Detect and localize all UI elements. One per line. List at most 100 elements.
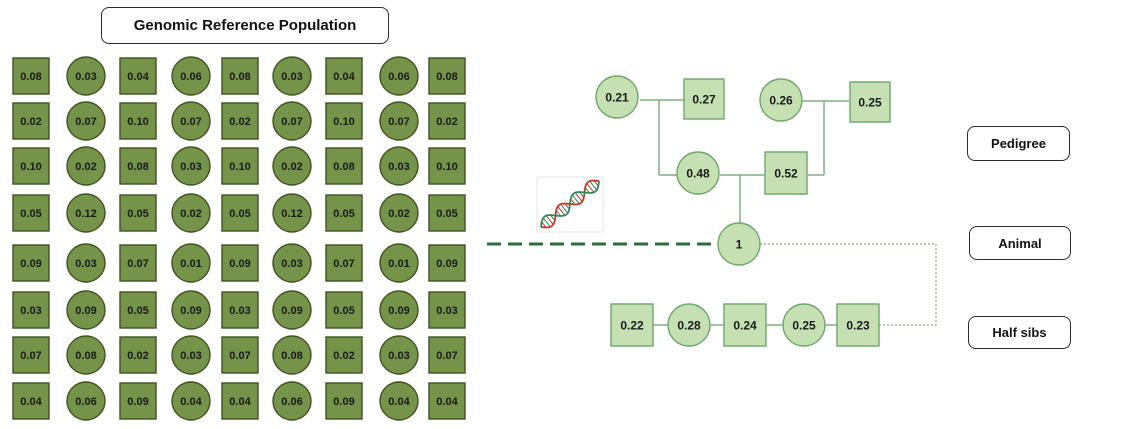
grid-cell-r1c1-value: 0.08 (20, 71, 41, 83)
grid-cell-r5c8: 0.01 (379, 243, 419, 283)
grid-cell-r6c5: 0.03 (221, 291, 259, 329)
dam-node: 0.48 (676, 151, 720, 195)
animal-node-circle (717, 222, 761, 266)
grid-cell-r5c4-circle (171, 243, 211, 283)
grid-cell-r3c3: 0.08 (119, 147, 157, 185)
grid-cell-r2c8: 0.07 (379, 101, 419, 141)
page-title: Genomic Reference Population (133, 17, 357, 34)
grid-cell-r2c6: 0.07 (272, 101, 312, 141)
grand-sire-sire-node-value: 0.27 (692, 92, 716, 106)
dna-rung (589, 180, 598, 191)
grid-cell-r3c8: 0.03 (379, 146, 419, 186)
grid-cell-r1c8-value: 0.06 (388, 71, 409, 83)
animal-label: Animal (998, 235, 1042, 251)
dna-strand-b (540, 180, 600, 228)
animal-halfsibs-dotted-link (760, 243, 937, 326)
grid-cell-r7c9-value: 0.07 (436, 350, 457, 362)
grid-cell-r6c2-value: 0.09 (75, 305, 96, 317)
grid-cell-r4c3-square (119, 194, 157, 232)
grid-cell-r7c3-square (119, 336, 157, 374)
grid-cell-r5c3: 0.07 (119, 244, 157, 282)
grid-cell-r8c7-square (325, 382, 363, 420)
grid-cell-r5c2-circle (66, 243, 106, 283)
title-box: Genomic Reference Population (101, 7, 389, 44)
half-sib-node-3-value: 0.24 (733, 318, 757, 332)
grid-cell-r4c5: 0.05 (221, 194, 259, 232)
half-sib-node-3-square (723, 303, 767, 347)
grid-cell-r8c7-value: 0.09 (333, 396, 354, 408)
grid-cell-r3c8-circle (379, 146, 419, 186)
grid-cell-r2c9-square (428, 102, 466, 140)
half-sib-node-2-value: 0.28 (677, 318, 701, 332)
grid-cell-r1c6-value: 0.03 (281, 71, 302, 83)
grid-cell-r4c3-value: 0.05 (127, 208, 148, 220)
grid-cell-r7c3: 0.02 (119, 336, 157, 374)
grand-sire-sire-node: 0.27 (683, 78, 725, 120)
grid-cell-r4c1-value: 0.05 (20, 208, 41, 220)
grid-cell-r2c9: 0.02 (428, 102, 466, 140)
grid-cell-r7c8-value: 0.03 (388, 350, 409, 362)
grid-cell-r8c5-square (221, 382, 259, 420)
grid-cell-r7c6: 0.08 (272, 335, 312, 375)
grid-cell-r6c6: 0.09 (272, 290, 312, 330)
grand-dam-sire-node-value: 0.25 (858, 95, 882, 109)
grid-cell-r5c1: 0.09 (12, 244, 50, 282)
grid-cell-r2c2-value: 0.07 (75, 116, 96, 128)
grid-cell-r1c9-value: 0.08 (436, 71, 457, 83)
dna-rung (542, 217, 551, 228)
grid-cell-r5c6: 0.03 (272, 243, 312, 283)
pedigree-label-box: Pedigree (967, 126, 1070, 161)
grid-cell-r4c8-circle (379, 193, 419, 233)
grid-cell-r5c6-circle (272, 243, 312, 283)
grid-cell-r7c2-circle (66, 335, 106, 375)
grid-cell-r8c2: 0.06 (66, 381, 106, 421)
grid-cell-r1c7-square (325, 57, 363, 95)
grid-cell-r6c1-value: 0.03 (20, 305, 41, 317)
grid-cell-r2c3-value: 0.10 (127, 116, 148, 128)
dna-rung (545, 215, 554, 225)
grid-cell-r4c5-square (221, 194, 259, 232)
grid-cell-r2c2-circle (66, 101, 106, 141)
grid-cell-r4c2: 0.12 (66, 193, 106, 233)
dna-rung (586, 183, 595, 193)
grid-cell-r5c8-circle (379, 243, 419, 283)
dam-node-value: 0.48 (686, 166, 710, 180)
grid-cell-r5c7: 0.07 (325, 244, 363, 282)
half-sibs-label-box: Half sibs (968, 316, 1071, 349)
grid-cell-r6c7: 0.05 (325, 291, 363, 329)
grid-cell-r5c2: 0.03 (66, 243, 106, 283)
grid-cell-r6c1: 0.03 (12, 291, 50, 329)
grand-dam-dam-node-value: 0.26 (769, 93, 793, 107)
grid-cell-r3c1: 0.10 (12, 147, 50, 185)
grid-cell-r6c4: 0.09 (171, 290, 211, 330)
grid-cell-r2c5: 0.02 (221, 102, 259, 140)
grid-cell-r3c7-square (325, 147, 363, 185)
grid-cell-r7c1: 0.07 (12, 336, 50, 374)
pedigree-label: Pedigree (991, 136, 1046, 151)
grid-cell-r2c5-square (221, 102, 259, 140)
grid-cell-r1c3: 0.04 (119, 57, 157, 95)
grid-cell-r3c7-value: 0.08 (333, 161, 354, 173)
grid-cell-r7c5: 0.07 (221, 336, 259, 374)
grid-cell-r7c9-square (428, 336, 466, 374)
grid-cell-r8c6: 0.06 (272, 381, 312, 421)
grid-cell-r4c1: 0.05 (12, 194, 50, 232)
grid-cell-r1c6: 0.03 (272, 56, 312, 96)
grid-cell-r1c3-value: 0.04 (127, 71, 149, 83)
grid-cell-r2c6-value: 0.07 (281, 116, 302, 128)
half-sib-node-5-value: 0.23 (846, 318, 870, 332)
half-sib-node-3: 0.24 (723, 303, 767, 347)
grid-cell-r6c9: 0.03 (428, 291, 466, 329)
grid-cell-r4c3: 0.05 (119, 194, 157, 232)
grid-cell-r6c5-value: 0.03 (229, 305, 250, 317)
grid-cell-r3c8-value: 0.03 (388, 161, 409, 173)
grid-cell-r8c4-circle (171, 381, 211, 421)
grid-cell-r7c2: 0.08 (66, 335, 106, 375)
grid-cell-r7c1-value: 0.07 (20, 350, 41, 362)
grid-cell-r2c9-value: 0.02 (436, 116, 457, 128)
grid-cell-r2c1-square (12, 102, 50, 140)
grid-cell-r6c7-value: 0.05 (333, 305, 354, 317)
grid-cell-r3c6-value: 0.02 (281, 161, 302, 173)
sire-node-square (764, 151, 808, 195)
